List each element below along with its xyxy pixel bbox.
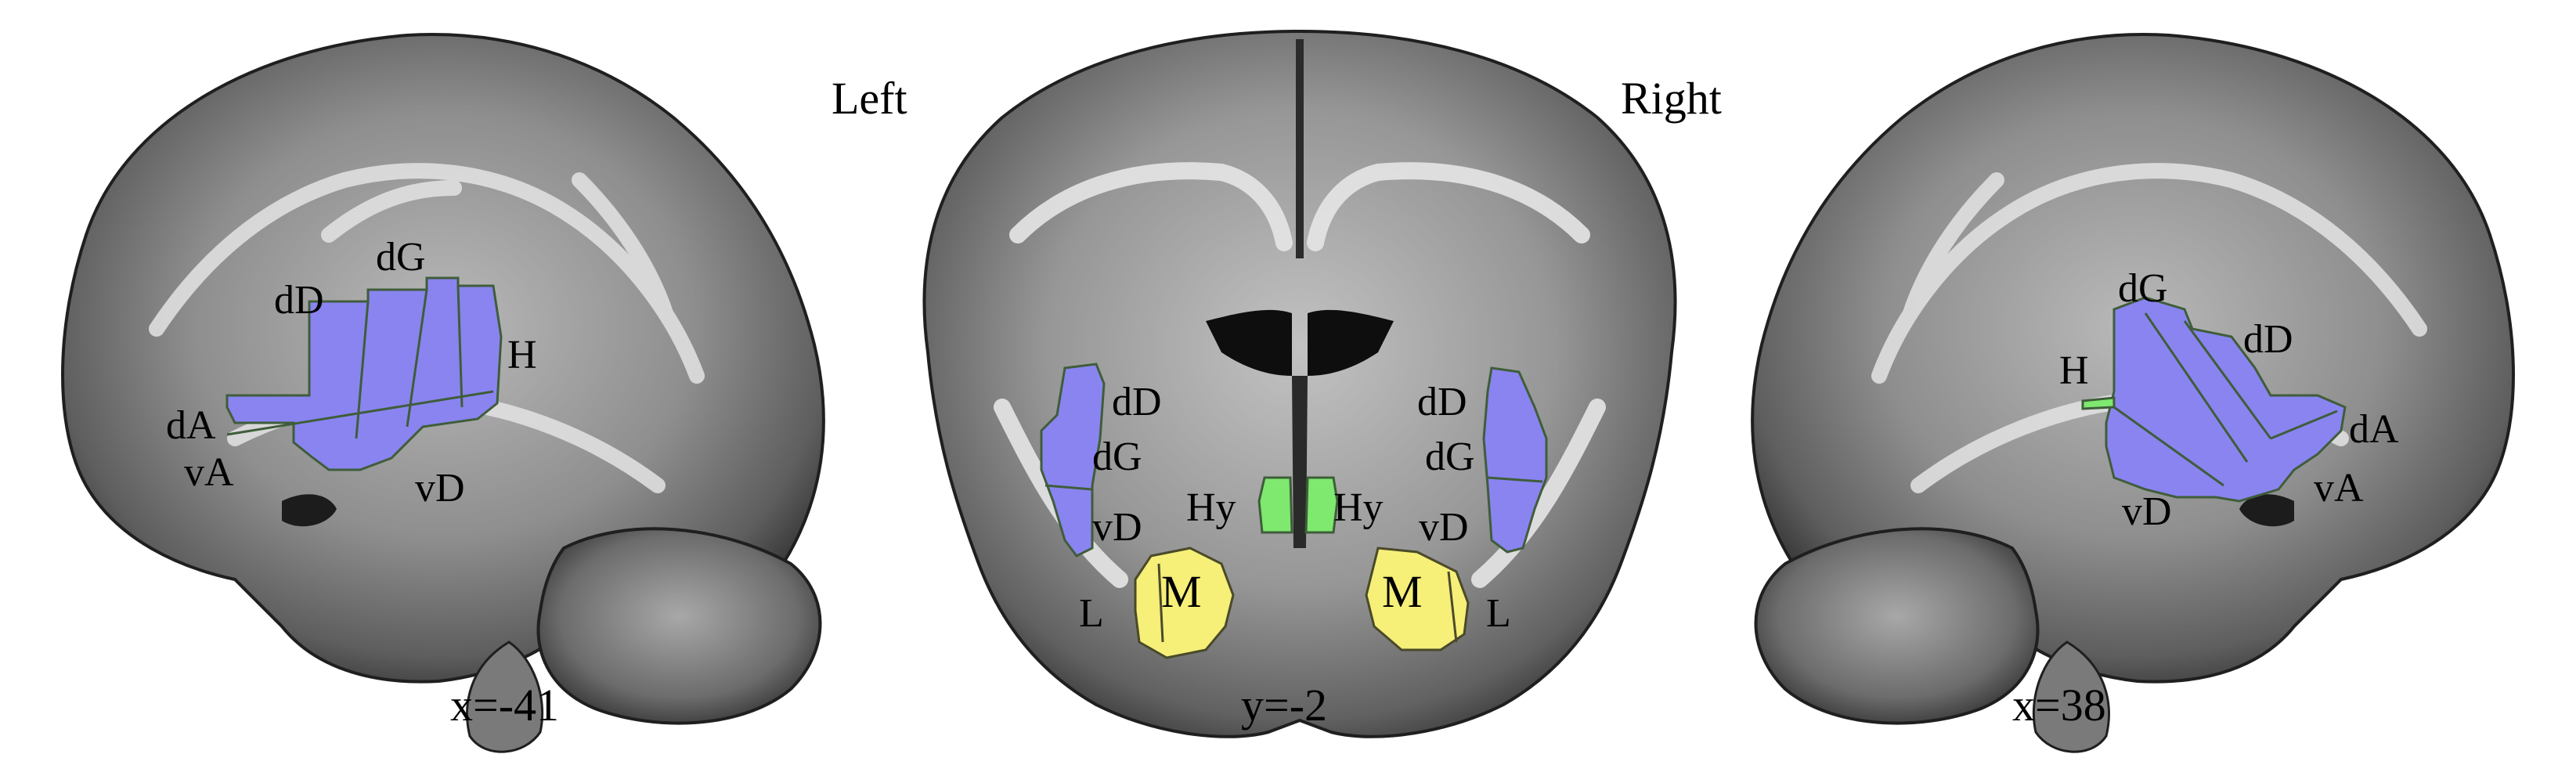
coronal-label-L-left: L — [1079, 591, 1104, 636]
left-coord-label: x=-41 — [450, 680, 559, 731]
coronal-hypothalamus-roi — [1257, 476, 1339, 534]
left-label-vA: vA — [184, 450, 234, 495]
right-temporal-dark — [2239, 494, 2294, 527]
coronal-label-M-left: M — [1161, 566, 1202, 617]
right-coord-label: x=38 — [2012, 680, 2106, 731]
coronal-slice: dD dG vD Hy M L dD dG vD Hy M L y=-2 — [922, 29, 1677, 738]
coronal-label-dD-right: dD — [1417, 380, 1467, 424]
coronal-right-insula-roi — [1482, 366, 1548, 554]
left-label-H: H — [507, 333, 537, 377]
coronal-coord-label: y=-2 — [1241, 680, 1327, 731]
coronal-label-L-right: L — [1486, 591, 1511, 636]
right-label-dD: dD — [2243, 317, 2293, 362]
coronal-label-dD-left: dD — [1112, 380, 1162, 424]
coronal-right-amygdala-roi — [1365, 547, 1470, 651]
hemisphere-label-left: Left — [832, 73, 907, 124]
coronal-label-M-right: M — [1382, 566, 1423, 617]
coronal-label-Hy-left: Hy — [1186, 485, 1236, 530]
coronal-label-dG-left: dG — [1092, 435, 1142, 479]
left-label-dG: dG — [376, 235, 426, 280]
right-insula-roi — [2081, 296, 2347, 503]
left-insula-roi — [225, 276, 503, 471]
right-cerebellum — [1754, 527, 2040, 725]
left-cerebellum — [536, 527, 822, 725]
coronal-third-ventricle — [1292, 376, 1308, 548]
right-label-vD: vD — [2122, 489, 2172, 534]
left-label-dA: dA — [166, 403, 216, 448]
right-label-dA: dA — [2349, 407, 2399, 452]
coronal-ventricles — [1206, 309, 1394, 376]
hemisphere-label-right: Right — [1621, 73, 1722, 124]
coronal-left-insula-roi — [1040, 363, 1106, 557]
coronal-left-amygdala-roi — [1134, 547, 1235, 659]
left-brainstem — [466, 640, 544, 753]
coronal-label-vD-left: vD — [1092, 505, 1142, 550]
left-sagittal-slice: dG dD H dA vA vD x=-41 — [61, 33, 825, 753]
right-label-H: H — [2059, 348, 2089, 393]
left-label-vD: vD — [415, 466, 465, 511]
left-label-dD: dD — [274, 278, 324, 323]
right-label-vA: vA — [2314, 466, 2364, 511]
left-temporal-dark — [282, 494, 337, 527]
right-sagittal-slice: dG dD H dA vA vD x=38 — [1751, 33, 2515, 753]
coronal-label-Hy-right: Hy — [1333, 485, 1384, 530]
right-brainstem — [2032, 640, 2110, 753]
coronal-label-dG-right: dG — [1425, 435, 1475, 479]
right-label-dG: dG — [2118, 266, 2168, 311]
coronal-label-vD-right: vD — [1419, 505, 1469, 550]
